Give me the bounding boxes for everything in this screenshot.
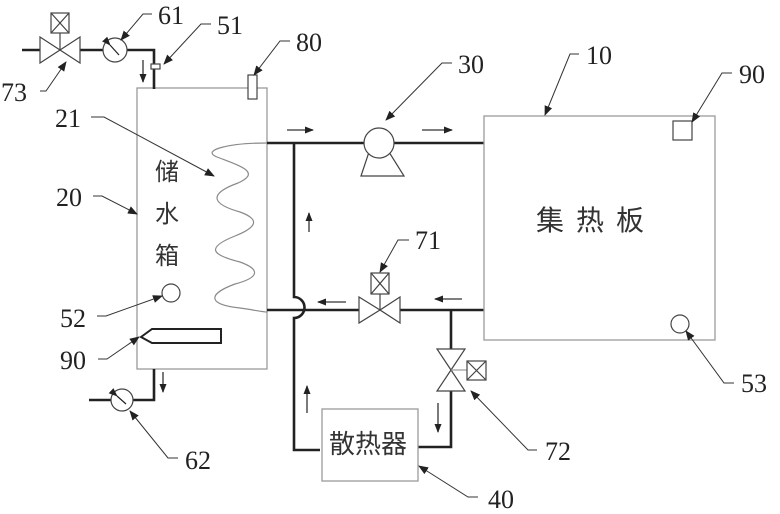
ref-10: 10 — [586, 41, 612, 70]
tank-label-1: 储 — [155, 158, 179, 186]
inlet-flow-sensor — [150, 63, 161, 70]
solar-collector — [483, 115, 716, 341]
leader-51 — [163, 23, 211, 65]
circulation-pump[interactable] — [360, 127, 406, 177]
collector-temp-sensor — [670, 314, 690, 334]
inlet-pipe-right — [127, 48, 156, 89]
ref-90-tank: 90 — [60, 346, 86, 375]
exhaust-vent — [247, 74, 258, 100]
radiator-solenoid-valve[interactable] — [435, 348, 487, 392]
ref-80: 80 — [296, 28, 322, 57]
leader-73 — [40, 61, 67, 92]
ref-73: 73 — [1, 78, 27, 107]
ref-62: 62 — [185, 446, 211, 475]
inlet-valve[interactable] — [39, 12, 81, 65]
tank-label-2: 水 — [155, 200, 179, 228]
ref-40: 40 — [488, 485, 514, 514]
tank-label-3: 箱 — [155, 242, 179, 270]
leader-53 — [685, 330, 734, 384]
ref-90-collector: 90 — [739, 60, 765, 89]
ref-21: 21 — [55, 104, 81, 133]
leader-71 — [379, 239, 409, 273]
storage-tank — [136, 87, 268, 370]
ref-71: 71 — [415, 226, 441, 255]
heat-exchange-coil — [211, 142, 268, 313]
ref-20: 20 — [56, 183, 82, 212]
leader-62 — [129, 410, 178, 459]
outlet-pipe-right — [133, 369, 156, 402]
leader-80 — [253, 40, 290, 76]
ref-72: 72 — [545, 437, 571, 466]
ref-51: 51 — [217, 11, 243, 40]
radiator-label: 散热器 — [329, 430, 407, 460]
inlet-pressure-gauge — [102, 36, 128, 63]
ref-53: 53 — [741, 369, 767, 398]
ref-61: 61 — [158, 1, 184, 30]
tank-electric-heater — [139, 328, 222, 344]
leader-30 — [385, 62, 452, 121]
collector-label: 集热板 — [536, 204, 656, 237]
leader-10 — [544, 53, 579, 116]
radiator — [321, 408, 419, 482]
leader-90-tank — [98, 336, 140, 360]
ref-52: 52 — [60, 304, 86, 333]
collector-heater — [672, 120, 693, 141]
leader-40 — [418, 465, 478, 498]
leader-52 — [97, 295, 163, 317]
outlet-pressure-gauge — [108, 388, 134, 412]
ref-30: 30 — [458, 50, 484, 79]
main-solenoid-valve[interactable] — [358, 272, 401, 325]
leader-61 — [120, 13, 152, 41]
leader-20 — [93, 195, 138, 215]
leader-21 — [91, 116, 215, 177]
leader-72 — [470, 390, 537, 451]
tank-temp-sensor — [161, 283, 181, 303]
radiator-branch-bottom — [418, 390, 453, 449]
leader-90-collector — [691, 72, 732, 123]
